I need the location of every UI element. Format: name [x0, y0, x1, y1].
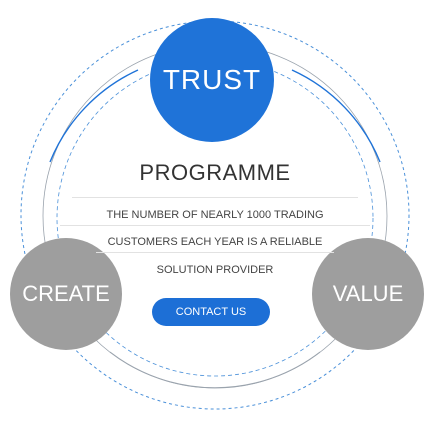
right-accent-arc: [291, 69, 381, 163]
programme-heading: PROGRAMME: [139, 160, 291, 185]
trust-circle: TRUST: [150, 18, 274, 142]
value-circle: VALUE: [312, 238, 424, 350]
divider-line: [72, 197, 358, 198]
create-circle: CREATE: [10, 238, 122, 350]
left-accent-arc: [49, 69, 139, 163]
description-line-1: THE NUMBER OF NEARLY 1000 TRADING: [106, 209, 324, 221]
description-line-3: SOLUTION PROVIDER: [156, 264, 274, 276]
bottom-accent-arc: [109, 351, 321, 389]
trust-label: TRUST: [162, 64, 262, 95]
divider-line: [96, 252, 334, 253]
create-label: CREATE: [22, 281, 110, 306]
value-label: VALUE: [332, 281, 404, 306]
divider-line: [60, 225, 370, 226]
description-line-2: CUSTOMERS EACH YEAR IS A RELIABLE: [107, 236, 323, 248]
contact-us-button[interactable]: CONTACT US: [152, 298, 270, 326]
